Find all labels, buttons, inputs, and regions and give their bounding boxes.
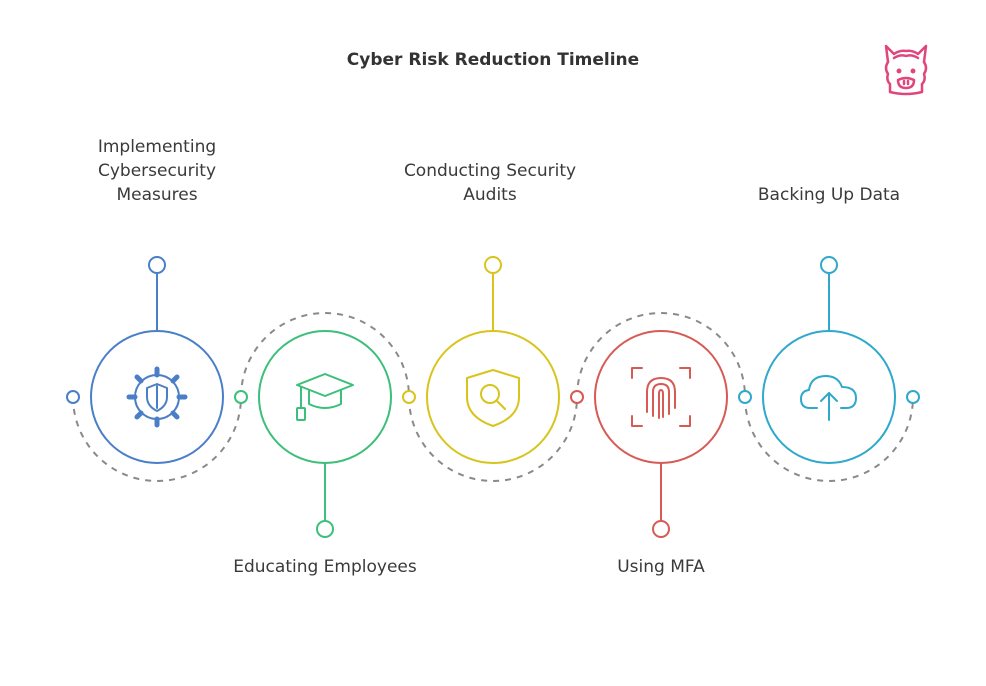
step-label-using-mfa: Using MFA bbox=[617, 557, 705, 577]
diagram-title: Cyber Risk Reduction Timeline bbox=[346, 50, 640, 70]
step-label-educating-employees: Educating Employees bbox=[233, 557, 417, 577]
step-2 bbox=[258, 330, 392, 538]
baseline-markers bbox=[66, 390, 920, 404]
step-4-circle bbox=[594, 330, 728, 464]
baseline-marker-5 bbox=[738, 390, 752, 404]
connector-arc-1 bbox=[72, 396, 242, 482]
baseline-marker-6 bbox=[906, 390, 920, 404]
step-label-backing-up-data: Backing Up Data bbox=[757, 185, 901, 205]
step-5-marker bbox=[820, 256, 838, 274]
step-3-circle bbox=[426, 330, 560, 464]
connector-arc-3 bbox=[408, 396, 578, 482]
step-label-implementing-cybersecurity: Implementing Cybersecurity Measures bbox=[97, 137, 217, 205]
step-2-marker bbox=[316, 520, 334, 538]
step-label-conducting-security-audits: Conducting Security Audits bbox=[403, 161, 577, 205]
step-5 bbox=[762, 256, 896, 464]
step-3 bbox=[426, 256, 560, 464]
step-4 bbox=[594, 330, 728, 538]
baseline-marker-1 bbox=[66, 390, 80, 404]
graduation-cap-icon bbox=[296, 373, 354, 421]
connector-arc-5 bbox=[744, 396, 914, 482]
step-3-marker bbox=[484, 256, 502, 274]
step-1 bbox=[90, 256, 224, 464]
llama-logo-icon bbox=[884, 44, 928, 96]
step-4-marker bbox=[652, 520, 670, 538]
step-2-circle bbox=[258, 330, 392, 464]
connector-arcs bbox=[72, 312, 914, 482]
fingerprint-icon bbox=[631, 367, 691, 427]
connector-arc-4 bbox=[576, 312, 746, 398]
shield-gear-icon bbox=[126, 366, 188, 428]
cloud-upload-icon bbox=[800, 375, 857, 421]
shield-search-icon bbox=[466, 369, 520, 427]
connector-arc-2 bbox=[240, 312, 410, 398]
baseline-marker-3 bbox=[402, 390, 416, 404]
baseline-marker-2 bbox=[234, 390, 248, 404]
baseline-marker-4 bbox=[570, 390, 584, 404]
step-1-marker bbox=[148, 256, 166, 274]
